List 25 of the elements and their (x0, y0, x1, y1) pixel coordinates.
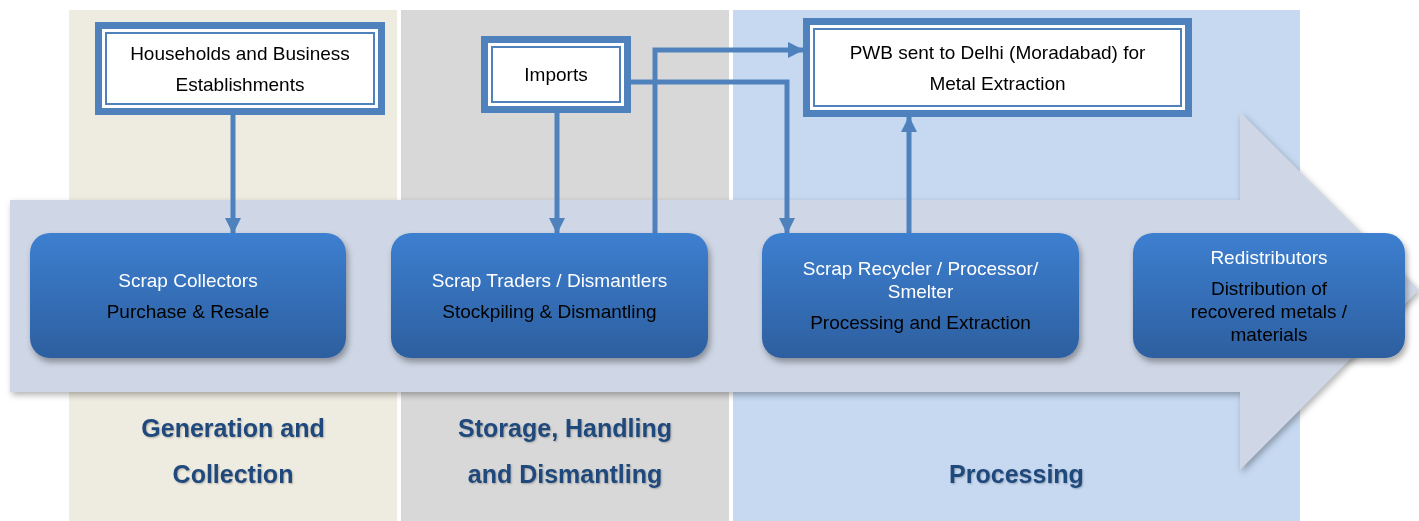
process-box (30, 233, 346, 358)
actor-label: Scrap Collectors (118, 268, 258, 292)
activity-label: Distribution of recovered metals / materials (1189, 276, 1349, 346)
stage-title: Storage, Handling and Dismantling (457, 413, 673, 490)
actor-label: Scrap Traders / Dismantlers (431, 268, 668, 292)
activity-label: Processing and Extraction (810, 311, 1031, 334)
source-box (803, 18, 1192, 117)
arrow (631, 79, 795, 234)
box-label: Imports (524, 63, 588, 87)
box-label: Households and Business Establishments (129, 41, 351, 97)
arrow (901, 116, 917, 233)
stage-title: Generation and Collection (140, 413, 326, 490)
source-box (481, 36, 631, 113)
activity-label: Purchase & Resale (106, 299, 270, 323)
actor-label: Scrap Recycler / Processor/ Smelter (801, 257, 1040, 303)
source-box (95, 22, 385, 115)
activity-label: Stockpiling & Dismantling (442, 299, 657, 323)
box-label: PWB sent to Delhi (Moradabad) for Metal Extraction (848, 40, 1147, 96)
actor-label: Redistributors (1210, 245, 1328, 269)
arrow (549, 113, 565, 234)
arrow (652, 42, 804, 233)
process-box (1133, 233, 1405, 358)
stage-title: Processing (948, 459, 1085, 490)
arrow (225, 115, 241, 234)
process-box (762, 233, 1079, 358)
